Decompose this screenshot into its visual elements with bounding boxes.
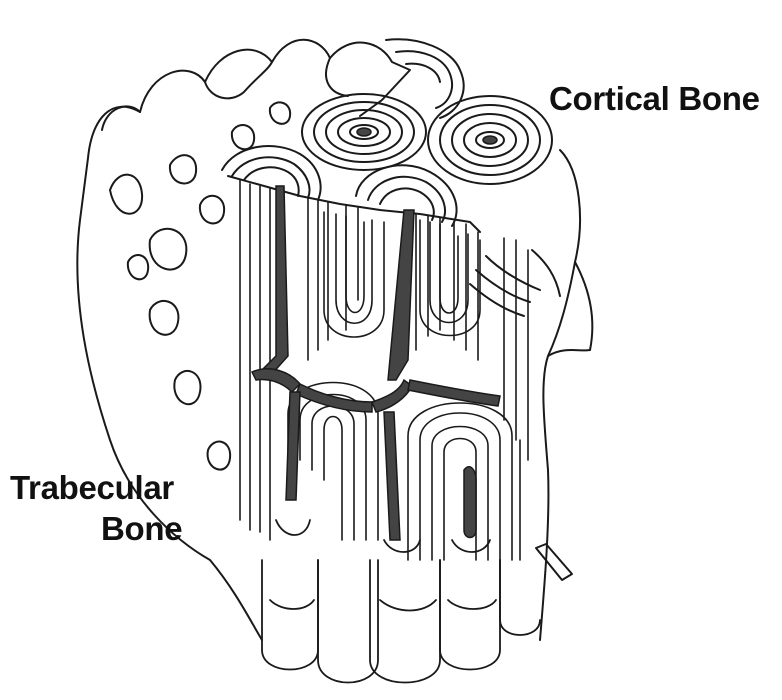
label-trabecular-line2: Bone (101, 512, 182, 545)
trabecular-pore (208, 442, 231, 470)
trabecular-pore (128, 255, 148, 279)
trabecular-pore (232, 125, 254, 149)
trabecular-pore (150, 229, 187, 270)
osteon-bases (262, 520, 540, 683)
blood-vessel-stub (536, 544, 572, 580)
trabecular-pore (150, 301, 179, 335)
trabecular-pore (270, 102, 290, 123)
label-trabecular-line1: Trabecular (10, 471, 174, 504)
label-cortical-bone: Cortical Bone (549, 82, 760, 115)
trabecular-pore (170, 155, 196, 183)
lamellae-lower (288, 383, 520, 561)
trabecular-pore (110, 175, 142, 214)
trabecular-pore (174, 371, 200, 404)
osteon-top-partial (222, 146, 321, 200)
periosteum-edge (540, 150, 580, 640)
trabecular-pore (200, 196, 224, 224)
